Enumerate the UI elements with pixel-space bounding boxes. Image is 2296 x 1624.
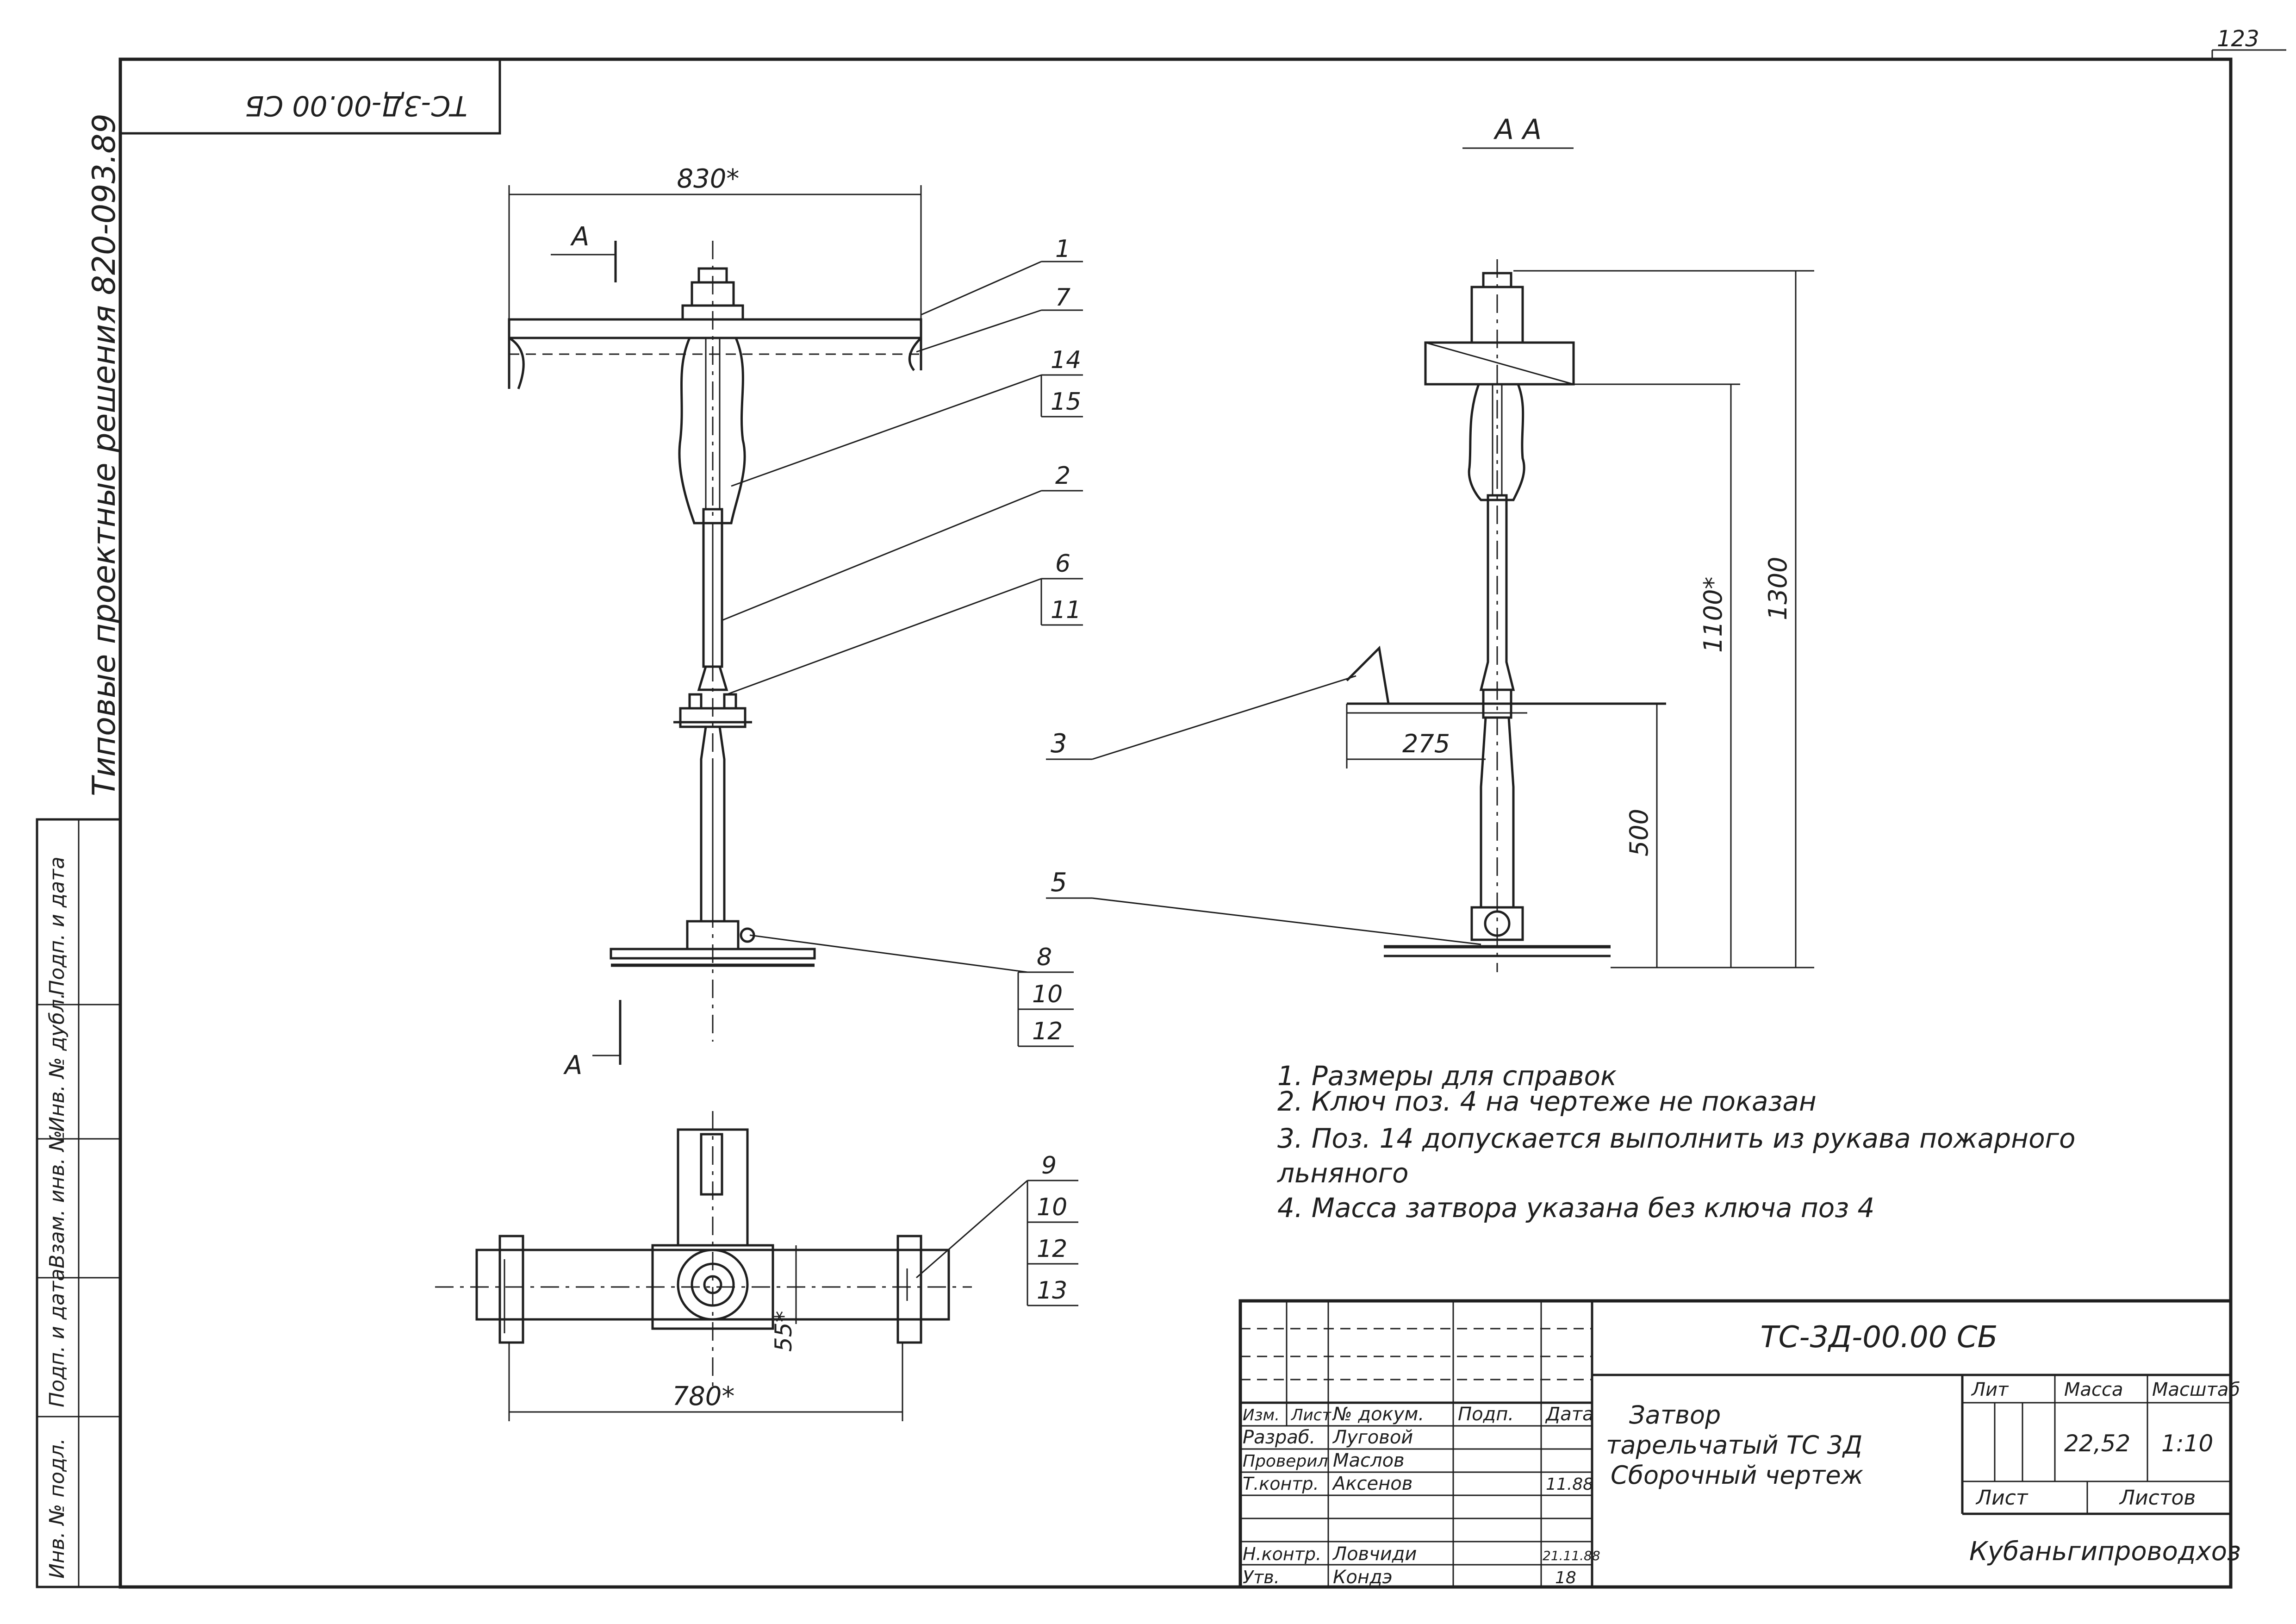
dim-1300: 1300 [1763,557,1792,620]
title-block [1238,1299,2233,1589]
section-title: А А [1493,113,1542,146]
note-2: 2. Ключ поз. 4 на чертеже не показан [1277,1086,1817,1117]
rotated-stamp: ТС-3Д-00.00 СБ [119,58,501,135]
date-utv: 18 [1555,1568,1576,1587]
scale-value: 1:10 [2161,1430,2213,1457]
name-utv: Кондэ [1333,1567,1393,1588]
title-line-2: тарельчатый ТС 3Д [1606,1430,1862,1460]
section-view [1046,147,1814,972]
head-izm: Изм. [1243,1406,1280,1424]
name-tkontr: Аксенов [1332,1473,1412,1494]
pos-3: 3 [1051,729,1067,759]
margin-cell-podp-data-1: Подп. и дата [45,1268,69,1407]
plan-view [435,1111,1078,1421]
role-tkontr: Т.контр. [1243,1474,1319,1494]
margin-cell-inv-dubl: Инв. № дубл. [45,993,69,1132]
section-mark-top: А [570,222,589,252]
dim-275: 275 [1402,729,1450,758]
role-razrab: Разраб. [1243,1427,1315,1448]
date-tkontr: 11.88 [1546,1475,1593,1494]
dim-500: 500 [1624,809,1654,856]
note-3: 3. Поз. 14 допускается выполнить из рука… [1277,1123,2076,1154]
pos-13: 13 [1037,1277,1067,1305]
dim-830: 830* [677,164,740,194]
dim-55: 55* [770,1311,797,1352]
pos-5: 5 [1051,868,1067,898]
role-nkontr: Н.контр. [1243,1544,1321,1564]
page-number: 123 [2217,26,2259,52]
doc-code: ТС-3Д-00.00 СБ [1761,1320,1998,1355]
date-nkontr: 21.11.88 [1543,1548,1600,1563]
head-list: Лист [1290,1406,1332,1424]
pos-10: 10 [1032,981,1063,1008]
role-proveril: Проверил [1243,1452,1328,1471]
organization: Кубаньгипроводхоз [1969,1537,2241,1567]
note-4: 4. Масса затвора указана без ключа поз 4 [1277,1192,1875,1224]
pos-10-plan: 10 [1037,1193,1067,1221]
sheet-frame [118,49,2286,1589]
series-vertical: Типовые проектные решения 820-093.89 [86,113,123,796]
mass-label: Масса [2064,1379,2123,1400]
sheets-label: Листов [2119,1486,2196,1510]
margin-cell-inv-podl: Инв. № подл. [45,1438,69,1579]
name-proveril: Маслов [1333,1450,1405,1471]
title-line-3: Сборочный чертеж [1611,1461,1864,1490]
lit-label: Лит [1971,1379,2009,1400]
head-data: Дата [1545,1404,1594,1425]
pos-9: 9 [1041,1152,1057,1180]
pos-6: 6 [1055,550,1070,578]
pos-8: 8 [1037,943,1052,971]
pos-15: 15 [1051,388,1081,416]
margin-cell-vzam-inv: Взам. инв. № [45,1130,69,1268]
head-podp: Подп. [1458,1404,1514,1425]
title-line-1: Затвор [1629,1400,1721,1430]
pos-12-plan: 12 [1037,1235,1067,1263]
left-margin-strip [36,818,122,1588]
name-nkontr: Ловчиди [1332,1543,1417,1565]
scale-label: Масштаб [2152,1379,2240,1400]
note-3-cont: льняного [1277,1157,1409,1189]
pos-11: 11 [1051,596,1081,624]
rotated-stamp-text: ТС-3Д-00.00 СБ [245,89,467,122]
dim-1100: 1100* [1699,577,1728,653]
name-razrab: Луговой [1332,1427,1413,1448]
front-view [508,185,1083,1065]
mass-value: 22,52 [2064,1430,2130,1457]
pos-2: 2 [1055,462,1070,490]
pos-14: 14 [1051,346,1081,374]
pos-7: 7 [1055,284,1070,312]
section-mark-bottom: А [563,1050,582,1081]
role-utv: Утв. [1243,1567,1280,1587]
dim-780: 780* [672,1381,735,1412]
pos-12: 12 [1032,1018,1063,1045]
margin-cell-podp-data-2: Подп. и дата [45,856,69,995]
sheet-label: Лист [1975,1486,2028,1510]
head-ndok: № докум. [1332,1404,1424,1425]
pos-1: 1 [1055,235,1070,263]
note-1: 1. Размеры для справок [1277,1060,1617,1092]
